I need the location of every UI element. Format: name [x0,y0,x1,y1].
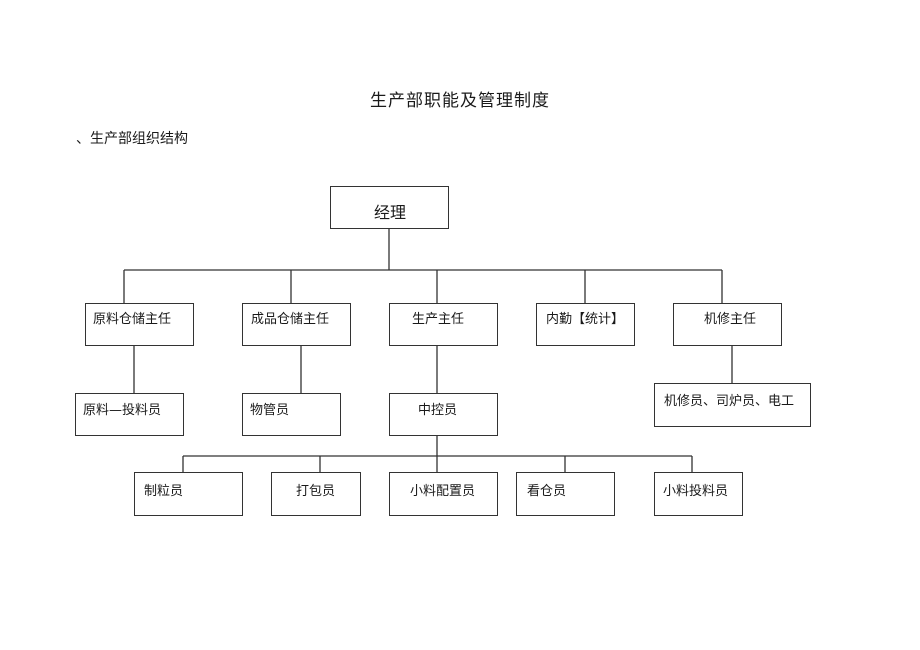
staff-label: 物管员 [250,403,290,418]
staff-label: 机修员、司炉员、电工 [664,394,795,409]
supervisor-label: 生产主任 [412,312,465,327]
document-title: 生产部职能及管理制度 [370,91,550,111]
manager-node: 经理 [330,186,449,229]
supervisor-node-raw-materials: 原料仓储主任 [85,303,194,346]
supervisor-label: 内勤【统计】 [546,312,625,327]
supervisor-label: 原料仓储主任 [93,312,172,327]
supervisor-node-admin-statistics: 内勤【统计】 [536,303,635,346]
staff-node-raw-material-feeder: 原料—投料员 [75,393,184,436]
staff-node-goods-custodian: 物管员 [242,393,341,436]
staff-node-maintenance-crew: 机修员、司炉员、电工 [654,383,811,427]
worker-node-silo-keeper: 看仓员 [516,472,615,516]
supervisor-label: 成品仓储主任 [251,312,330,327]
worker-label: 小料配置员 [410,484,476,499]
staff-node-control-operator: 中控员 [389,393,498,436]
staff-label: 中控员 [418,403,458,418]
manager-label: 经理 [374,203,407,222]
section-heading: 、生产部组织结构 [76,131,188,147]
staff-label: 原料—投料员 [83,403,162,418]
worker-node-additive-feeder: 小料投料员 [654,472,743,516]
worker-node-additive-mixer: 小料配置员 [389,472,498,516]
supervisor-node-maintenance: 机修主任 [673,303,782,346]
worker-label: 制粒员 [144,484,184,499]
worker-label: 看仓员 [527,484,567,499]
supervisor-label: 机修主任 [704,312,757,327]
worker-label: 小料投料员 [663,484,729,499]
worker-label: 打包员 [296,484,336,499]
supervisor-node-finished-goods: 成品仓储主任 [242,303,351,346]
worker-node-granulator: 制粒员 [134,472,243,516]
worker-node-packer: 打包员 [271,472,361,516]
supervisor-node-production: 生产主任 [389,303,498,346]
